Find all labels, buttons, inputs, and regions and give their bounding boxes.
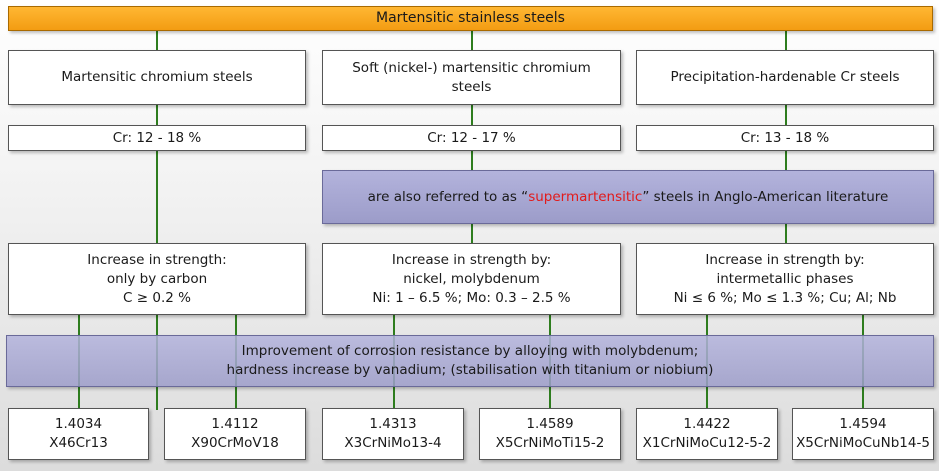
strength-label: Increase in strength by: nickel, molybde… — [372, 251, 571, 306]
grade-designation: X3CrNiMo13-4 — [344, 435, 442, 451]
category-label: Martensitic chromium steels — [61, 69, 253, 85]
cr-range-box: Cr: 12 - 17 % — [322, 125, 621, 151]
strength-box-carbon: Increase in strength: only by carbon C ≥… — [8, 243, 306, 315]
strength-box-intermetallic: Increase in strength by: intermetallic p… — [636, 243, 934, 315]
cr-range-box: Cr: 12 - 18 % — [8, 125, 306, 151]
strength-box-nickel-molybdenum: Increase in strength by: nickel, molybde… — [322, 243, 621, 315]
grade-number: 1.4594 — [839, 416, 887, 432]
cr-range-label: Cr: 12 - 18 % — [112, 129, 202, 146]
grade-number: 1.4313 — [369, 416, 417, 432]
grade-number: 1.4422 — [683, 416, 731, 432]
grade-number: 1.4112 — [211, 416, 259, 432]
note-text-before: are also referred to as “ — [367, 188, 529, 205]
category-label: Precipitation-hardenable Cr steels — [670, 69, 900, 85]
grade-designation: X46Cr13 — [49, 435, 108, 451]
cr-range-label: Cr: 12 - 17 % — [427, 129, 516, 146]
connector-line — [156, 30, 158, 410]
corrosion-note-text: Improvement of corrosion resistance by a… — [226, 343, 714, 378]
grade-designation: X90CrMoV18 — [191, 435, 279, 451]
supermartensitic-note: are also referred to as “supermartensiti… — [322, 170, 934, 224]
category-box-precipitation: Precipitation-hardenable Cr steels — [636, 50, 934, 105]
category-box-chromium: Martensitic chromium steels — [8, 50, 306, 105]
cr-range-box: Cr: 13 - 18 % — [636, 125, 934, 151]
note-text-after: ” steels in Anglo-American literature — [642, 188, 889, 205]
supermartensitic-highlight: supermartensitic — [528, 188, 643, 205]
grade-designation: X5CrNiMoTi15-2 — [495, 435, 605, 451]
cr-range-label: Cr: 13 - 18 % — [740, 129, 830, 146]
strength-label: Increase in strength: only by carbon C ≥… — [87, 251, 227, 306]
category-label: Soft (nickel-) martensitic chromium stee… — [352, 59, 591, 95]
category-box-soft-martensitic: Soft (nickel-) martensitic chromium stee… — [322, 50, 621, 105]
supermartensitic-note-text: are also referred to as “supermartensiti… — [368, 188, 889, 207]
diagram-title-text: Martensitic stainless steels — [376, 10, 565, 26]
grade-designation: X1CrNiMoCu12-5-2 — [642, 435, 772, 451]
strength-label: Increase in strength by: intermetallic p… — [673, 251, 897, 306]
diagram-title: Martensitic stainless steels — [8, 6, 933, 31]
corrosion-note: Improvement of corrosion resistance by a… — [6, 335, 934, 387]
grade-designation: X5CrNiMoCuNb14-5 — [796, 435, 930, 451]
grade-number: 1.4034 — [54, 416, 103, 432]
grade-number: 1.4589 — [526, 416, 574, 432]
